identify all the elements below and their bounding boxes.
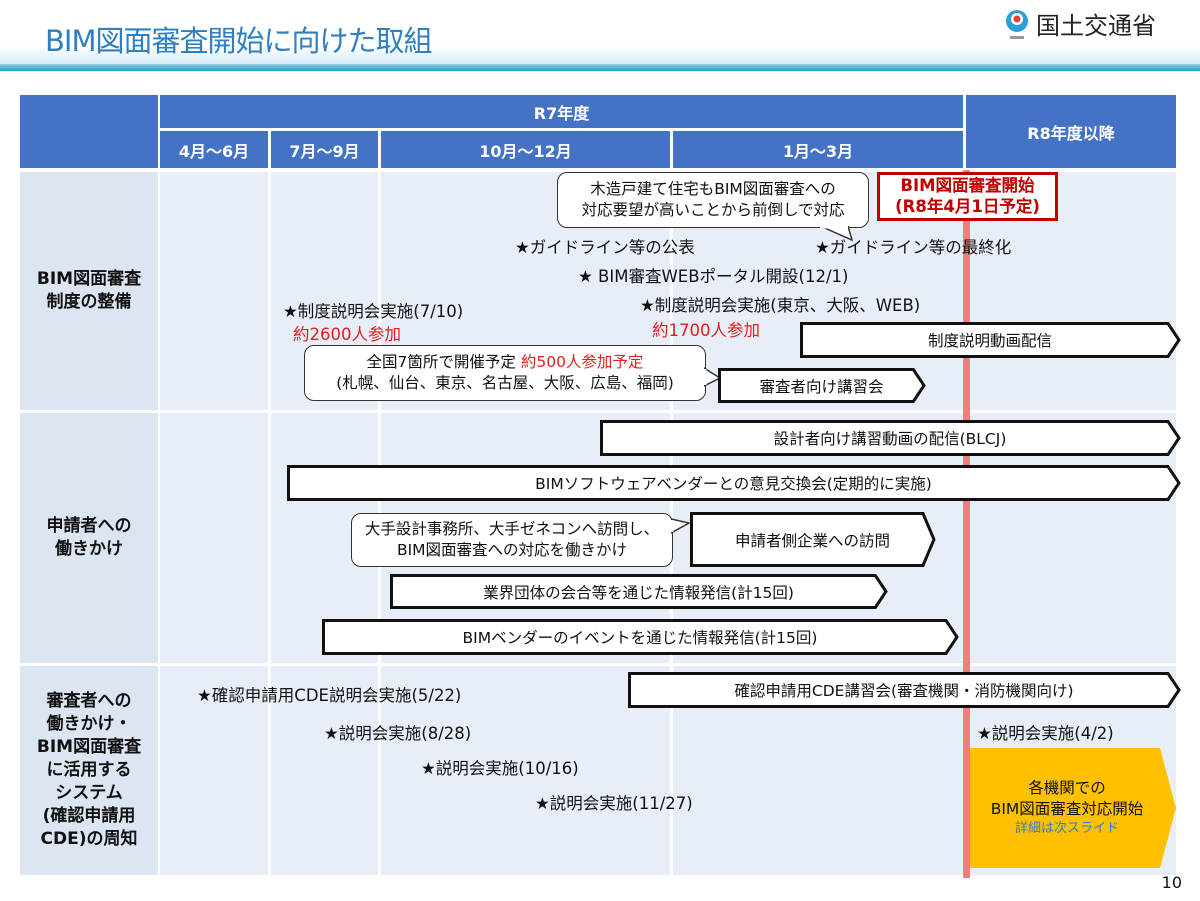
next-slide-link[interactable]: 詳細は次スライド [1014,820,1119,836]
milestone-briefing-0402: ★説明会実施(4/2) [977,724,1114,743]
grid-cell [271,666,378,875]
row-label-applicants: 申請者への 働きかけ [20,413,158,663]
milestone-briefing-tokyo-osaka-web: ★制度説明会実施(東京、大阪、WEB) [640,296,921,315]
milestone-briefing-1127: ★説明会実施(11/27) [535,794,693,813]
bar-label: 申請者側企業への訪問 [734,531,890,550]
grid-cell [381,666,670,875]
yellow-line: 各機関での [1028,779,1106,797]
arrow-shape [690,512,936,567]
start-date-line [963,170,970,878]
attendance-500: 約500人参加予定 [520,353,644,372]
callout-text: BIM図面審査への対応を働きかけ [396,541,628,559]
callout-text: 対応要望が高いことから前倒しで対応 [581,201,845,219]
header-r7: R7年度 [160,95,963,128]
page-title: BIM図面審査開始に向けた取組 [45,24,432,58]
milestone-guideline-publish: ★ガイドライン等の公表 [515,238,695,257]
header-band [0,46,1200,64]
bar-vendor-events: BIMベンダーのイベントを通じた情報発信(計15回) [322,619,959,655]
bar-label: 設計者向け講習動画の配信(BLCJ) [773,430,1007,448]
grid-cell [160,413,268,663]
callout-text: 大手設計事務所、大手ゼネコンへ訪問し、 [364,520,660,539]
yellow-line: BIM図面審査対応開始 [990,799,1144,818]
callout-tail [819,226,854,242]
bar-industry-groups: 業界団体の会合等を通じた情報発信(計15回) [390,574,888,609]
bar-company-visits: 申請者側企業への訪問 [690,512,936,567]
callout-text: 全国7箇所で開催予定 [366,353,521,372]
arrow-shape [322,619,959,655]
yellow-text: 各機関での BIM図面審査対応開始 詳細は次スライド [970,748,1176,837]
ministry-logo: 国土交通省 [1004,6,1156,41]
bar-cde-training: 確認申請用CDE講習会(審査機関・消防機関向け) [628,672,1181,708]
milestone-guideline-final: ★ガイドライン等の最終化 [815,238,1012,257]
milestone-cde-briefing-0522: ★確認申請用CDE説明会実施(5/22) [197,686,462,705]
callout-major-firms: 大手設計事務所、大手ゼネコンへ訪問し、 BIM図面審査への対応を働きかけ [351,513,673,567]
bar-reviewer-training: 審査者向け講習会 [718,368,926,403]
callout-nationwide: 全国7箇所で開催予定 約500人参加予定 (札幌、仙台、東京、名古屋、大阪、広島… [304,345,706,401]
attendance-2600: 約2600人参加 [293,325,401,344]
header-corner [20,95,158,168]
row-label-reviewers: 審査者への 働きかけ・ BIM図面審査 に活用する システム (確認申請用 CD… [20,666,158,875]
header-q3: 10月～12月 [381,131,670,168]
header-q2: 7月～9月 [271,131,378,168]
header-q4: 1月～3月 [673,131,963,168]
grid-cell [160,666,268,875]
header-r8: R8年度以降 [966,95,1176,168]
arrow-shape [600,420,1181,456]
milestone-briefing-0710: ★制度説明会実施(7/10) [283,302,464,321]
page-number: 10 [1161,873,1182,892]
bar-label: 業界団体の会合等を通じた情報発信(計15回) [483,583,794,602]
agency-start-arrow: 各機関での BIM図面審査対応開始 詳細は次スライド [970,748,1176,868]
start-title: BIM図面審査開始 [900,176,1035,195]
milestone-briefing-0828: ★説明会実施(8/28) [324,724,472,743]
mlit-emblem-icon [1006,9,1028,39]
header-rule [0,64,1200,71]
arrow-shape [287,465,1181,501]
grid-cell [160,172,268,410]
bar-label: 確認申請用CDE講習会(審査機関・消防機関向け) [734,682,1074,700]
callout-wooden-houses: 木造戸建て住宅もBIM図面審査への 対応要望が高いことから前倒しで対応 [557,172,869,228]
callout-tail [671,518,692,534]
callout-text: (札幌、仙台、東京、名古屋、大阪、広島、福岡) [336,374,674,392]
arrow-shape [390,574,888,609]
milestone-briefing-1016: ★説明会実施(10/16) [421,759,579,778]
bar-designer-videos: 設計者向け講習動画の配信(BLCJ) [600,420,1181,456]
bar-video-distribution: 制度説明動画配信 [800,322,1181,358]
bar-label: BIMソフトウェアベンダーとの意見交換会(定期的に実施) [535,475,932,493]
bim-review-start-box: BIM図面審査開始 (R8年4月1日予定) [877,172,1058,221]
start-date: (R8年4月1日予定) [895,197,1040,217]
bar-vendor-exchange: BIMソフトウェアベンダーとの意見交換会(定期的に実施) [287,465,1181,501]
bar-label: 審査者向け講習会 [759,377,884,396]
arrow-shape [718,368,926,403]
row-label-system: BIM図面審査 制度の整備 [20,172,158,410]
bar-label: 制度説明動画配信 [927,332,1052,350]
yellow-arrow-shape [970,748,1176,868]
attendance-1700: 約1700人参加 [652,321,760,340]
milestone-web-portal: ★ BIM審査WEBポータル開設(12/1) [578,267,849,286]
arrow-shape [800,322,1181,358]
callout-text: 木造戸建て住宅もBIM図面審査への [590,180,836,199]
bar-label: BIMベンダーのイベントを通じた情報発信(計15回) [462,629,818,647]
header-q1: 4月～6月 [160,131,268,168]
arrow-shape [628,672,1181,708]
callout-tail [704,367,722,387]
callout-text: 全国7箇所で開催予定 約500人参加予定 [305,352,705,373]
